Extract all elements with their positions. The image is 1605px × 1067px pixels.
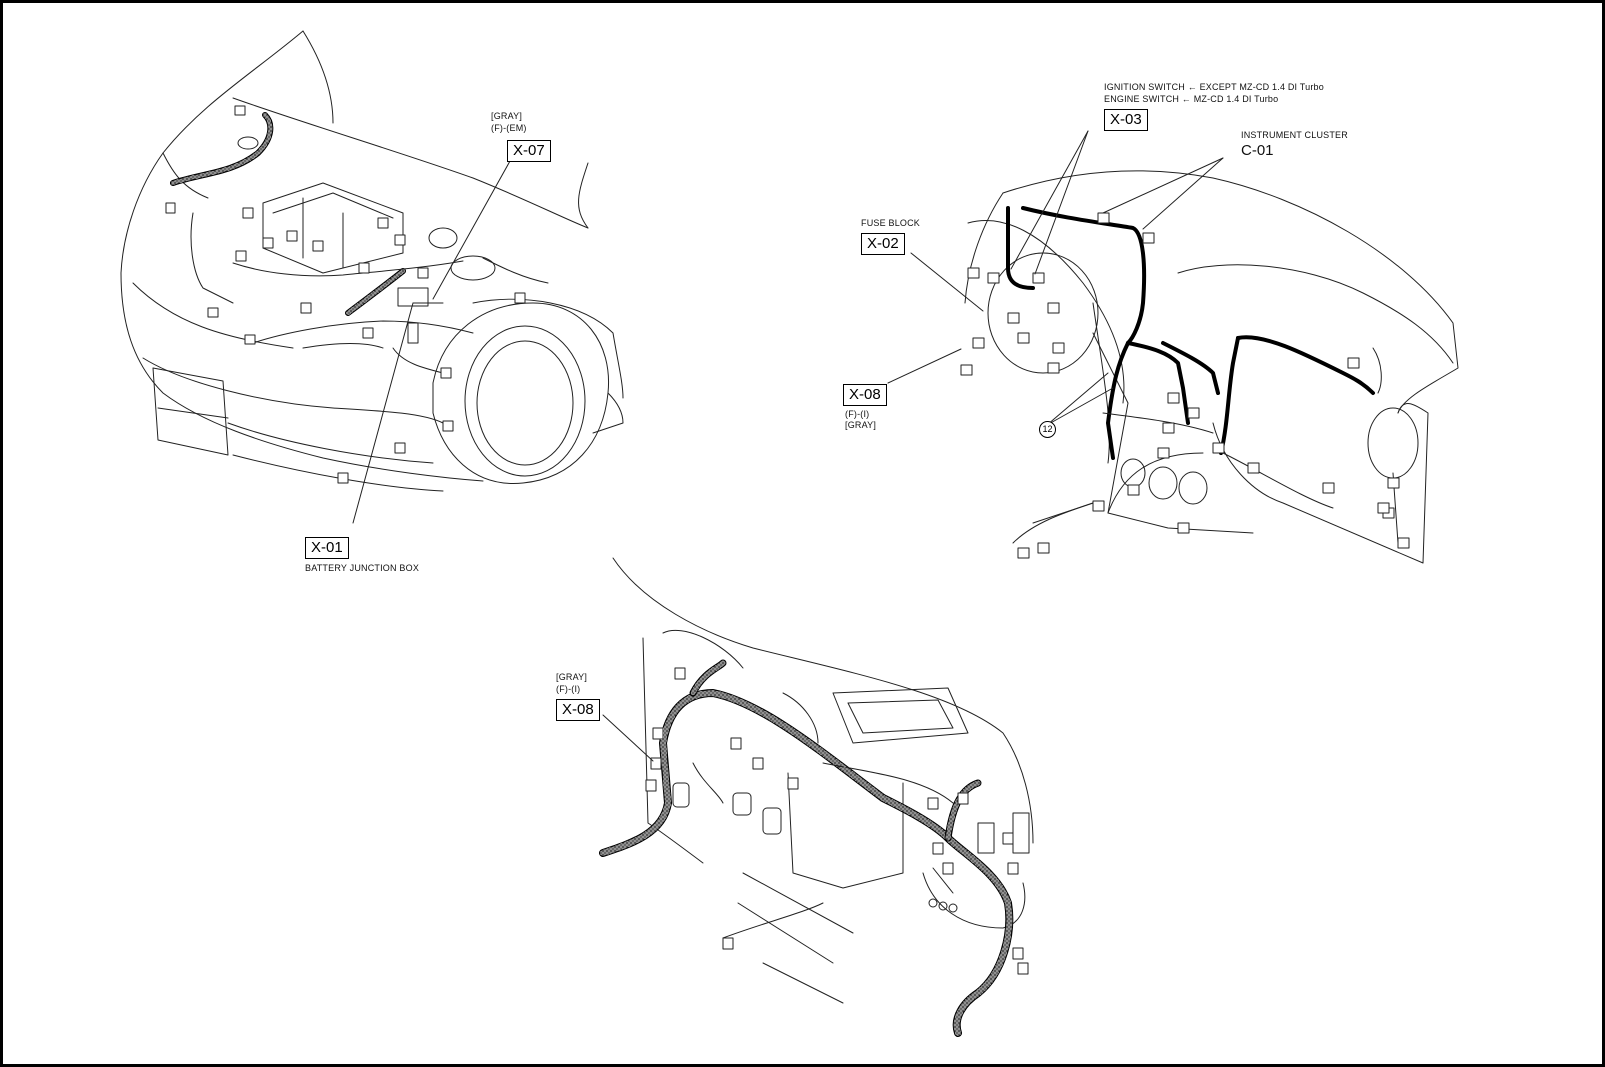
x08-dashboard-connection: (F)-(I) [845,409,870,419]
c01-description: INSTRUMENT CLUSTER [1241,130,1348,140]
connector-code-x01[interactable]: X-01 [305,537,349,559]
x07-color-label: [GRAY] [491,111,523,121]
wiring-diagram-artwork [120,30,1459,1037]
x03-line-1: IGNITION SWITCH ← EXCEPT MZ-CD 1.4 DI Tu… [1104,82,1324,92]
connector-code-c01[interactable]: C-01 [1241,142,1274,159]
x08-underdash-color: [GRAY] [556,672,588,682]
x08-underdash-connection: (F)-(I) [556,684,581,694]
connector-code-x02[interactable]: X-02 [861,233,905,255]
engine-bay-view [120,30,624,524]
under-dash-view [599,557,1034,1037]
connector-code-x07[interactable]: X-07 [507,140,551,162]
x07-connection-label: (F)-(EM) [491,123,527,133]
connector-code-x08-dashboard[interactable]: X-08 [843,384,887,406]
x03-line-2: ENGINE SWITCH ← MZ-CD 1.4 DI Turbo [1104,94,1279,104]
x02-description: FUSE BLOCK [861,218,921,228]
x01-description: BATTERY JUNCTION BOX [305,563,420,573]
dashboard-view [887,130,1459,564]
x08-dashboard-color: [GRAY] [845,420,877,430]
connector-code-x03[interactable]: X-03 [1104,109,1148,131]
reference-number-12: 12 [1039,421,1056,438]
connector-code-x08-underdash[interactable]: X-08 [556,699,600,721]
